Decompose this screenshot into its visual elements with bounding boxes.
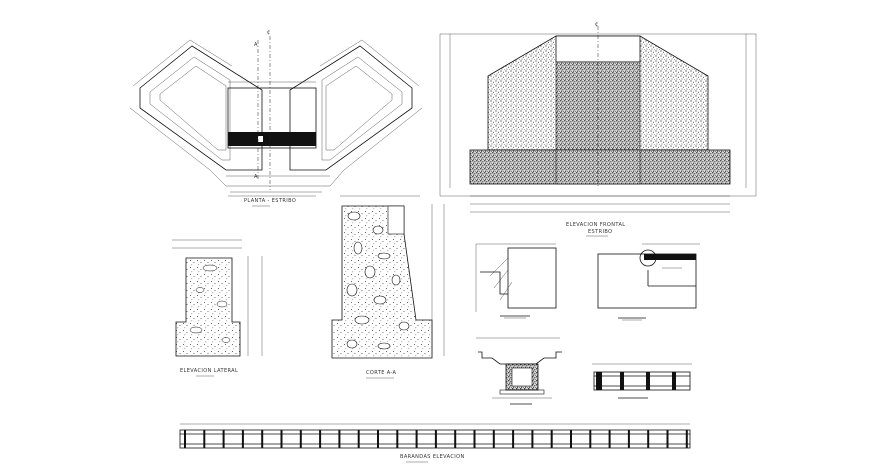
railing-post xyxy=(184,430,186,448)
section-mark-bottom: A xyxy=(254,174,258,180)
front-title-2: ESTRIBO xyxy=(588,229,612,235)
railing-post xyxy=(357,430,360,448)
railing-post xyxy=(473,430,476,448)
section-title: CORTE A-A xyxy=(366,370,397,376)
front-centerline-mark: ₵ xyxy=(595,22,599,28)
detail-railing-segment xyxy=(592,363,692,399)
railing-post xyxy=(570,430,572,448)
section-mark-top: A xyxy=(254,42,258,48)
railing-post xyxy=(454,430,457,448)
railing-post xyxy=(299,430,302,448)
detail-bearing xyxy=(475,243,557,319)
plan-title: PLANTA - ESTRIBO xyxy=(244,198,296,204)
railing-post xyxy=(492,430,495,448)
centerline-mark: ₵ xyxy=(267,30,271,36)
railing-post xyxy=(338,430,341,448)
railing-post xyxy=(396,430,399,448)
railing-post xyxy=(666,430,669,448)
railing-elevation: BARANDAS ELEVACION xyxy=(179,423,691,463)
railing-post xyxy=(203,430,206,448)
railing-post xyxy=(319,430,322,448)
railing-post xyxy=(222,430,225,448)
railing-post xyxy=(608,430,611,448)
railing-post xyxy=(627,430,630,448)
plan-view: ₵ A A PLANTA - ESTRIBO xyxy=(129,30,423,207)
railing-post xyxy=(377,430,379,448)
side-title: ELEVACION LATERAL xyxy=(180,368,238,374)
side-elevation: ELEVACION LATERAL xyxy=(172,239,263,377)
railing-post xyxy=(512,430,515,448)
railing-post xyxy=(531,430,534,448)
railing-post xyxy=(241,430,244,448)
railing-post xyxy=(280,430,283,448)
detail-joint xyxy=(597,243,700,321)
railing-post xyxy=(415,430,418,448)
railing-post xyxy=(647,430,650,448)
front-title-1: ELEVACION FRONTAL xyxy=(566,222,625,228)
railing-post xyxy=(550,430,553,448)
section-a-a: CORTE A-A xyxy=(331,195,445,379)
front-elevation: ₵ ELEVACION FRONTAL ESTRIBO xyxy=(439,22,757,237)
detail-beam xyxy=(476,337,562,405)
railing-post xyxy=(434,430,437,448)
railing-post xyxy=(261,430,264,448)
railing-post xyxy=(685,430,688,448)
railing-post xyxy=(589,430,592,448)
railing-title: BARANDAS ELEVACION xyxy=(400,454,465,460)
